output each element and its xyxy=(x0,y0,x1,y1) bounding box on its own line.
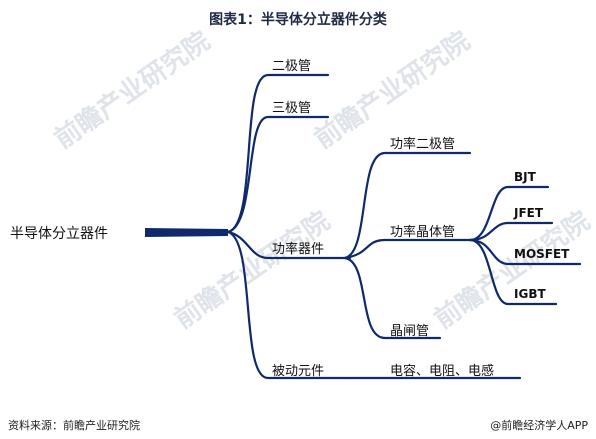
node-jfet: JFET xyxy=(514,206,544,220)
node-igbt: IGBT xyxy=(514,287,546,301)
node-triode: 三极管 xyxy=(272,101,312,116)
node-thyristor: 晶闸管 xyxy=(390,324,430,339)
node-mosfet: MOSFET xyxy=(514,247,570,261)
node-bjt: BJT xyxy=(514,170,536,184)
node-power-diode: 功率二极管 xyxy=(390,137,456,152)
brand-credit: @前瞻经济学人APP xyxy=(490,419,588,432)
node-power-transistor: 功率晶体管 xyxy=(390,225,456,240)
node-root: 半导体分立器件 xyxy=(10,226,108,242)
node-passive-children: 电容、电阻、电感 xyxy=(390,364,495,379)
node-diode: 二极管 xyxy=(272,59,312,74)
source-note: 资料来源：前瞻产业研究院 xyxy=(8,419,140,432)
node-power-device: 功率器件 xyxy=(272,242,325,257)
node-passive: 被动元件 xyxy=(272,364,325,379)
diagram-title: 图表1：半导体分立器件分类 xyxy=(209,12,387,28)
